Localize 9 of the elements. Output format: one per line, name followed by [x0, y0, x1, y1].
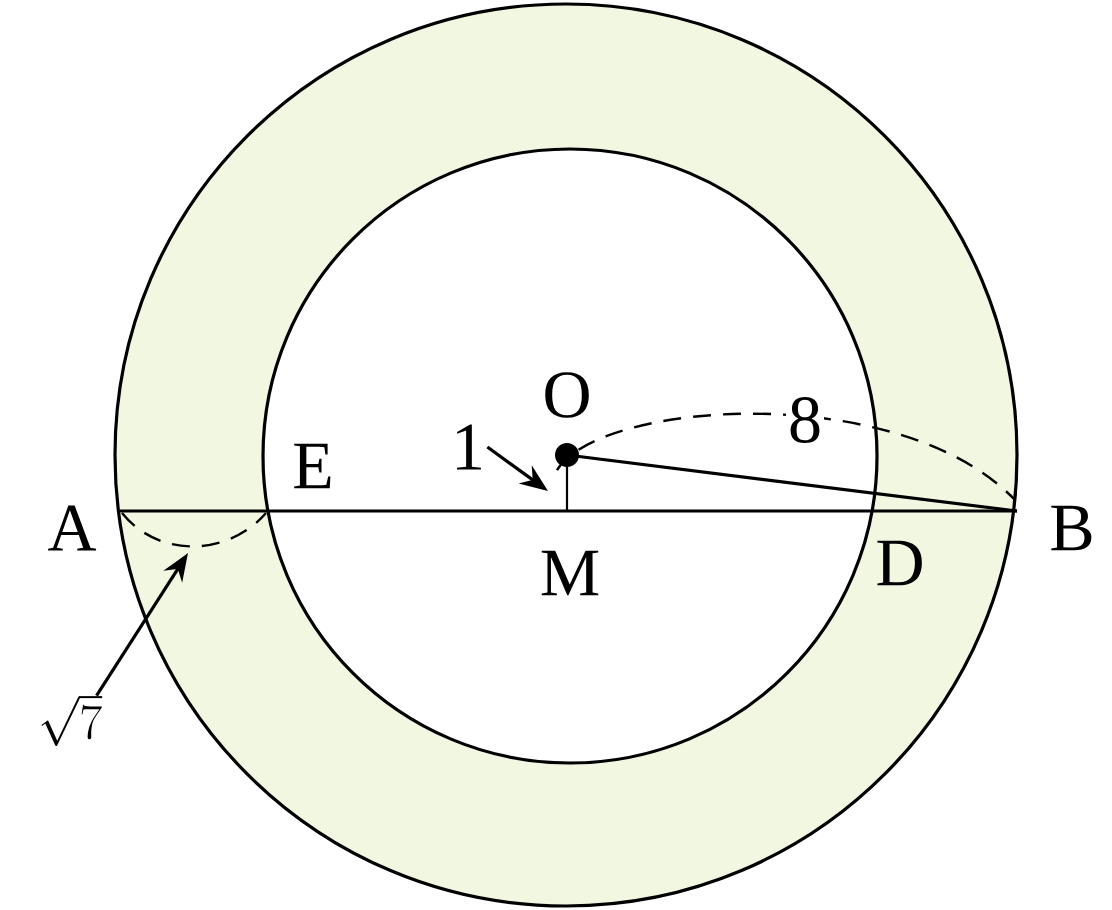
point-label: A — [48, 505, 97, 551]
point-label: M — [541, 550, 599, 596]
point-label: E — [294, 443, 331, 489]
point-label: B — [1051, 505, 1092, 551]
point-label: O — [545, 372, 589, 418]
dimension-label: 8 — [786, 395, 824, 445]
callout-number: 1 — [457, 424, 481, 470]
callout-number: $\sqrt{7}$ — [41, 696, 103, 746]
point-label: D — [877, 540, 922, 586]
